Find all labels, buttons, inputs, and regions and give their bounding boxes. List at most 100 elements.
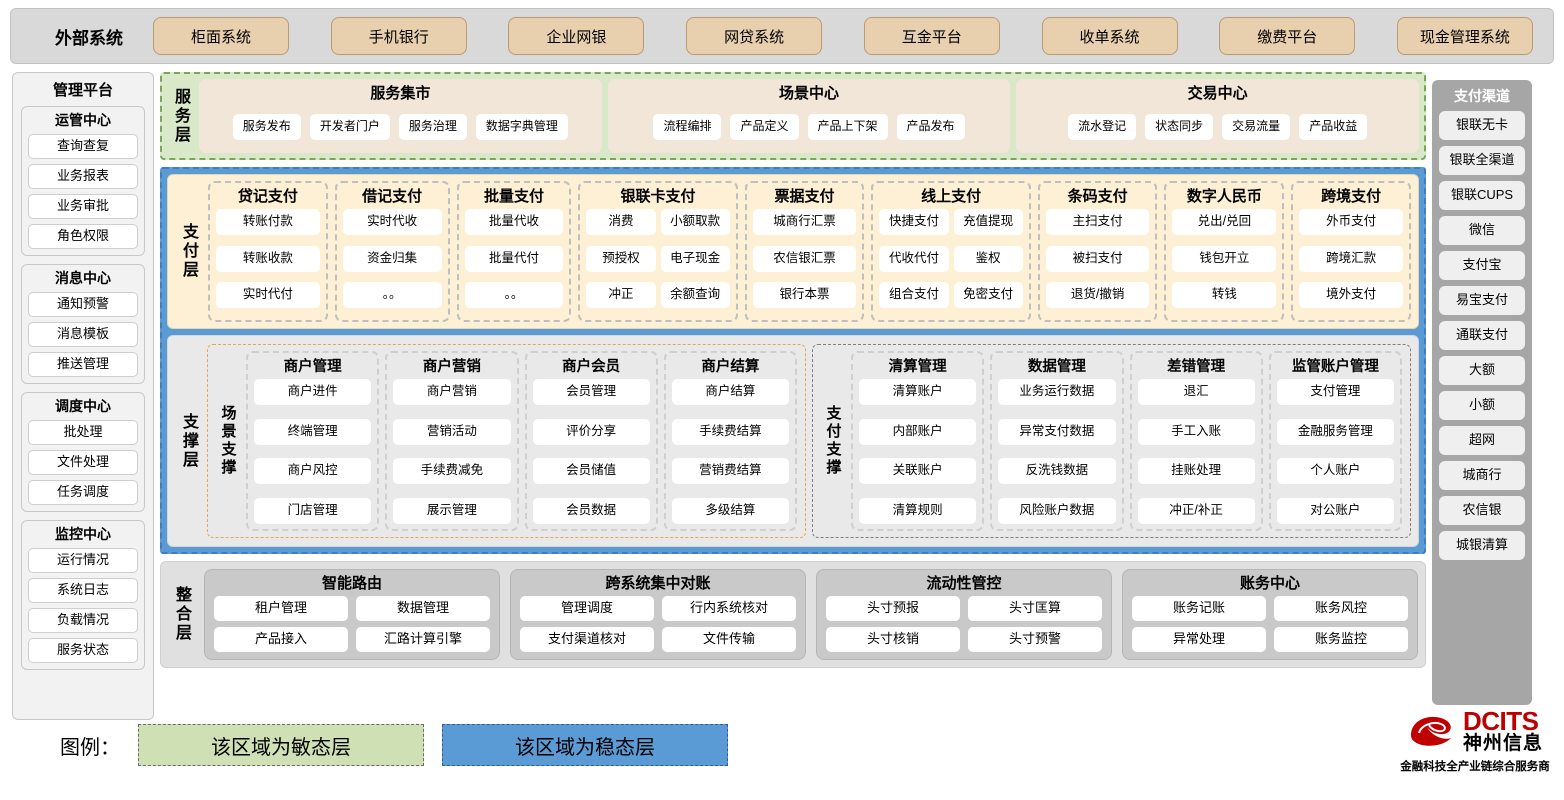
payment-item[interactable]: 实时代收 (342, 209, 442, 235)
payment-item[interactable]: 兑出/兑回 (1172, 209, 1277, 235)
service-item[interactable]: 服务发布 (232, 114, 301, 140)
support-item[interactable]: 评价分享 (532, 418, 650, 445)
service-item[interactable]: 产品上下架 (807, 114, 888, 140)
payment-item[interactable]: 组合支付 (879, 282, 949, 309)
integration-item[interactable]: 汇路计算引擎 (356, 627, 490, 652)
external-system-item[interactable]: 缴费平台 (1219, 17, 1356, 55)
payment-channel-item[interactable]: 通联支付 (1439, 321, 1525, 350)
management-item[interactable]: 服务状态 (28, 638, 138, 663)
external-system-item[interactable]: 手机银行 (330, 17, 467, 55)
management-item[interactable]: 通知预警 (28, 292, 138, 317)
management-item[interactable]: 运行情况 (28, 548, 138, 573)
service-item[interactable]: 产品收益 (1299, 114, 1368, 140)
payment-item[interactable]: 预授权 (586, 245, 656, 272)
service-item[interactable]: 交易流量 (1222, 114, 1291, 140)
integration-item[interactable]: 头寸匡算 (968, 596, 1102, 621)
support-item[interactable]: 商户结算 (671, 379, 789, 405)
payment-channel-item[interactable]: 大额 (1439, 356, 1525, 385)
support-item[interactable]: 金融服务管理 (1276, 418, 1394, 445)
integration-item[interactable]: 账务记账 (1132, 596, 1266, 621)
support-item[interactable]: 营销费结算 (671, 458, 789, 485)
support-item[interactable]: 业务运行数据 (998, 379, 1116, 405)
support-item[interactable]: 营销活动 (393, 418, 511, 445)
payment-channel-item[interactable]: 易宝支付 (1439, 286, 1525, 315)
integration-item[interactable]: 租户管理 (214, 596, 348, 621)
management-item[interactable]: 消息模板 (28, 322, 138, 347)
management-item[interactable]: 查询查复 (28, 134, 138, 159)
payment-item[interactable]: 。。 (464, 282, 564, 309)
payment-item[interactable]: 银行本票 (752, 282, 857, 309)
integration-item[interactable]: 管理调度 (520, 596, 654, 621)
payment-item[interactable]: 冲正 (586, 282, 656, 309)
integration-item[interactable]: 产品接入 (214, 627, 348, 652)
external-system-item[interactable]: 收单系统 (1041, 17, 1178, 55)
management-item[interactable]: 任务调度 (28, 480, 138, 505)
integration-item[interactable]: 头寸预报 (826, 596, 960, 621)
service-item[interactable]: 数据字典管理 (475, 114, 568, 140)
management-item[interactable]: 系统日志 (28, 578, 138, 603)
support-item[interactable]: 会员储值 (532, 458, 650, 485)
support-item[interactable]: 清算规则 (859, 497, 977, 524)
payment-item[interactable]: 境外支付 (1299, 282, 1404, 309)
payment-item[interactable]: 转钱 (1172, 282, 1277, 309)
payment-channel-item[interactable]: 农信银 (1439, 496, 1525, 525)
service-item[interactable]: 状态同步 (1145, 114, 1214, 140)
integration-item[interactable]: 数据管理 (356, 596, 490, 621)
support-item[interactable]: 多级结算 (671, 497, 789, 524)
support-item[interactable]: 对公账户 (1276, 497, 1394, 524)
service-item[interactable]: 开发者门户 (309, 114, 390, 140)
integration-item[interactable]: 头寸预警 (968, 627, 1102, 652)
external-system-item[interactable]: 企业网银 (508, 17, 645, 55)
support-item[interactable]: 关联账户 (859, 458, 977, 485)
payment-item[interactable]: 跨境汇款 (1299, 245, 1404, 272)
integration-item[interactable]: 异常处理 (1132, 627, 1266, 652)
support-item[interactable]: 门店管理 (254, 497, 372, 524)
support-item[interactable]: 手工入账 (1137, 418, 1255, 445)
external-system-item[interactable]: 网贷系统 (686, 17, 823, 55)
support-item[interactable]: 支付管理 (1276, 379, 1394, 405)
payment-channel-item[interactable]: 银联全渠道 (1439, 146, 1525, 175)
service-item[interactable]: 产品定义 (730, 114, 799, 140)
management-item[interactable]: 推送管理 (28, 352, 138, 377)
payment-item[interactable]: 免密支付 (953, 282, 1023, 309)
service-item[interactable]: 服务治理 (398, 114, 467, 140)
service-item[interactable]: 产品发布 (896, 114, 965, 140)
payment-channel-item[interactable]: 银联无卡 (1439, 111, 1525, 140)
management-item[interactable]: 角色权限 (28, 224, 138, 249)
management-item[interactable]: 业务审批 (28, 194, 138, 219)
payment-item[interactable]: 鉴权 (953, 245, 1023, 272)
payment-item[interactable]: 批量代付 (464, 245, 564, 272)
payment-item[interactable]: 被扫支付 (1045, 245, 1150, 272)
external-system-item[interactable]: 现金管理系统 (1396, 17, 1533, 55)
support-item[interactable]: 商户营销 (393, 379, 511, 405)
payment-channel-item[interactable]: 银联CUPS (1439, 181, 1525, 210)
payment-item[interactable]: 资金归集 (342, 245, 442, 272)
support-item[interactable]: 清算账户 (859, 379, 977, 405)
payment-channel-item[interactable]: 城商行 (1439, 461, 1525, 490)
payment-channel-item[interactable]: 超网 (1439, 426, 1525, 455)
payment-item[interactable]: 充值提现 (953, 209, 1023, 235)
support-item[interactable]: 商户进件 (254, 379, 372, 405)
payment-item[interactable]: 实时代付 (216, 282, 320, 309)
management-item[interactable]: 业务报表 (28, 164, 138, 189)
payment-channel-item[interactable]: 小额 (1439, 391, 1525, 420)
payment-item[interactable]: 电子现金 (660, 245, 730, 272)
payment-channel-item[interactable]: 微信 (1439, 216, 1525, 245)
support-item[interactable]: 退汇 (1137, 379, 1255, 405)
support-item[interactable]: 手续费结算 (671, 418, 789, 445)
support-item[interactable]: 个人账户 (1276, 458, 1394, 485)
integration-item[interactable]: 头寸核销 (826, 627, 960, 652)
support-item[interactable]: 挂账处理 (1137, 458, 1255, 485)
support-item[interactable]: 风险账户数据 (998, 497, 1116, 524)
payment-item[interactable]: 消费 (586, 209, 656, 235)
payment-item[interactable]: 代收代付 (879, 245, 949, 272)
support-item[interactable]: 内部账户 (859, 418, 977, 445)
payment-channel-item[interactable]: 城银清算 (1439, 531, 1525, 560)
payment-item[interactable]: 快捷支付 (879, 209, 949, 235)
management-item[interactable]: 负载情况 (28, 608, 138, 633)
payment-item[interactable]: 余额查询 (660, 282, 730, 309)
integration-item[interactable]: 行内系统核对 (662, 596, 796, 621)
support-item[interactable]: 会员数据 (532, 497, 650, 524)
service-item[interactable]: 流水登记 (1068, 114, 1137, 140)
support-item[interactable]: 商户风控 (254, 458, 372, 485)
